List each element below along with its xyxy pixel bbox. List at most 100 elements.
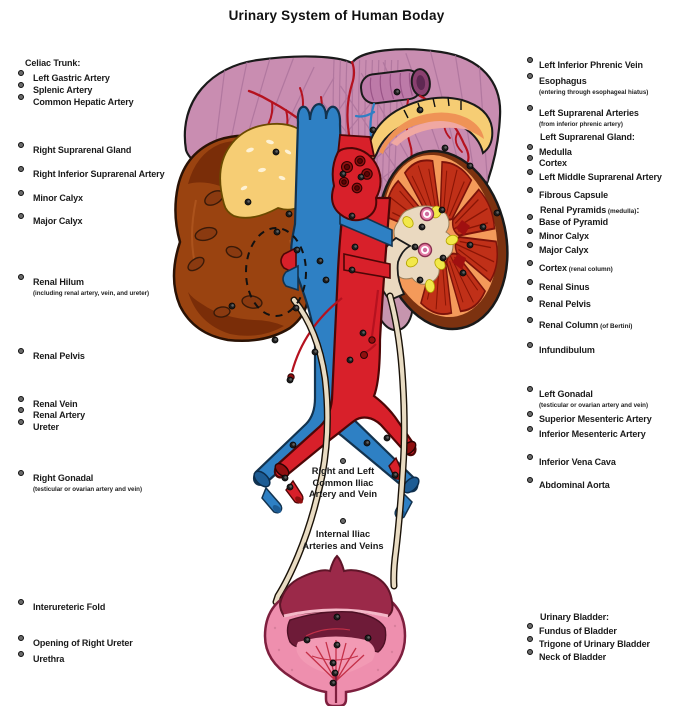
label-bullet-icon [527,278,533,285]
esophagus [360,68,431,105]
right-suprarenal-gland [219,122,321,219]
right-renal-artery [280,246,297,276]
label-left-suprarenal-gland: Left Suprarenal Gland: [540,132,635,142]
label-bullet-icon [18,212,24,219]
infundibulum-rings [417,206,435,258]
label-bullet-icon [527,56,533,63]
left-kidney-section [377,149,509,331]
ureters [272,292,408,606]
label-bullet-icon [527,143,533,150]
left-renal-artery [343,253,391,279]
label-renal-vein: Renal Vein [33,399,78,409]
label-bullet-icon [527,316,533,323]
label-inferior-vena-cava: Inferior Vena Cava [539,457,616,467]
label-infundibulum: Infundibulum [539,345,595,355]
label-fibrous-capsule: Fibrous Capsule [539,190,609,200]
label-bullet-icon [527,341,533,348]
label-bullet-icon [18,141,24,148]
label-bullet-icon [527,227,533,234]
label-bullet-icon [18,347,24,354]
inferior-mesenteric-artery [365,343,377,353]
label-left-gonadal: Left Gonadal(testicular or ovarian arter… [539,389,649,409]
label-bullet-icon [527,648,533,655]
label-bullet-icon [527,213,533,220]
label-bullet-icon [18,634,24,641]
label-bullet-icon [18,395,24,402]
cut-artery-rings [338,155,373,194]
label-bullet-icon [527,410,533,417]
celiac-trunk [331,134,382,222]
label-right-inferior-suprarenal-artery: Right Inferior Suprarenal Artery [33,169,165,179]
label-bullet-icon [527,295,533,302]
label-bullet-icon [18,165,24,172]
label-minor-calyx: Minor Calyx [33,193,83,203]
label-right-suprarenal-gland: Right Suprarenal Gland [33,145,132,155]
label-bullet-icon [527,104,533,111]
label-neck-of-bladder: Neck of Bladder [539,652,607,662]
label-bullet-icon [18,69,24,76]
label-bullet-icon [18,406,24,413]
label-bullet-icon [18,598,24,605]
right-renal-vein [282,264,299,292]
label-cortex: Cortex (renal column) [539,263,613,273]
label-base-of-pyramid: Base of Pyramid [539,217,609,227]
renal-hilum-dashed-circle [245,227,307,317]
label-esophagus: Esophagus(entering through esophageal hi… [539,76,649,96]
label-right-gonadal: Right Gonadal(testicular or ovarian arte… [33,473,143,493]
label-bullet-icon [18,81,24,88]
left-suprarenal-gland [364,96,494,169]
page-title: Urinary System of Human Boday [228,8,445,23]
label-bullet-icon [340,518,346,524]
label-left-suprarenal-arteries: Left Suprarenal Arteries(from inferior p… [539,108,639,128]
label-bullet-icon [18,93,24,100]
label-bullet-icon [527,186,533,193]
label-bullet-icon [18,273,24,280]
label-bullet-icon [18,650,24,657]
label-medulla: Medulla [539,147,572,157]
label-bullet-icon [527,168,533,175]
label-renal-sinus: Renal Sinus [539,282,590,292]
label-renal-hilum: Renal Hilum(including renal artery, vein… [33,277,150,297]
label-minor-calyx: Minor Calyx [539,231,589,241]
label-major-calyx: Major Calyx [33,216,83,226]
label-bullet-icon [527,154,533,161]
marker-dots [228,88,501,687]
label-renal-pyramids: Renal Pyramids (medulla): [540,205,640,215]
label-bullet-icon [340,458,346,464]
label-bullet-icon [527,241,533,248]
label-renal-pelvis: Renal Pelvis [539,299,591,309]
label-interureteric-fold: Interureteric Fold [33,602,106,612]
label-ureter: Ureter [33,422,59,432]
label-renal-artery: Renal Artery [33,410,85,420]
label-bullet-icon [527,72,533,79]
label-bullet-icon [527,453,533,460]
label-fundus-of-bladder: Fundus of Bladder [539,626,617,636]
label-bullet-icon [527,425,533,432]
label-renal-pelvis: Renal Pelvis [33,351,85,361]
label-bullet-icon [18,418,24,425]
label-common-hepatic-artery: Common Hepatic Artery [33,97,134,107]
label-renal-column: Renal Column (of Bertini) [539,320,633,330]
label-bullet-icon [18,189,24,196]
label-cortex: Cortex [539,158,567,168]
label-bullet-icon [527,635,533,642]
label-left-gastric-artery: Left Gastric Artery [33,73,110,83]
label-trigone-of-urinary-bladder: Trigone of Urinary Bladder [539,639,650,649]
label-urethra: Urethra [33,654,65,664]
label-bullet-icon [18,469,24,476]
label-splenic-artery: Splenic Artery [33,85,93,95]
label-inferior-mesenteric-artery: Inferior Mesenteric Artery [539,429,646,439]
label-opening-of-right-ureter: Opening of Right Ureter [33,638,133,648]
label-left-middle-suprarenal-artery: Left Middle Suprarenal Artery [539,172,662,182]
label-urinary-bladder: Urinary Bladder: [540,612,609,622]
label-celiac-trunk: Celiac Trunk: [25,58,81,68]
label-bullet-icon [527,259,533,266]
label-superior-mesenteric-artery: Superior Mesenteric Artery [539,414,652,424]
label-bullet-icon [527,622,533,629]
label-left-inferior-phrenic-vein: Left Inferior Phrenic Vein [539,60,643,70]
label-bullet-icon [527,385,533,392]
label-bullet-icon [527,476,533,483]
